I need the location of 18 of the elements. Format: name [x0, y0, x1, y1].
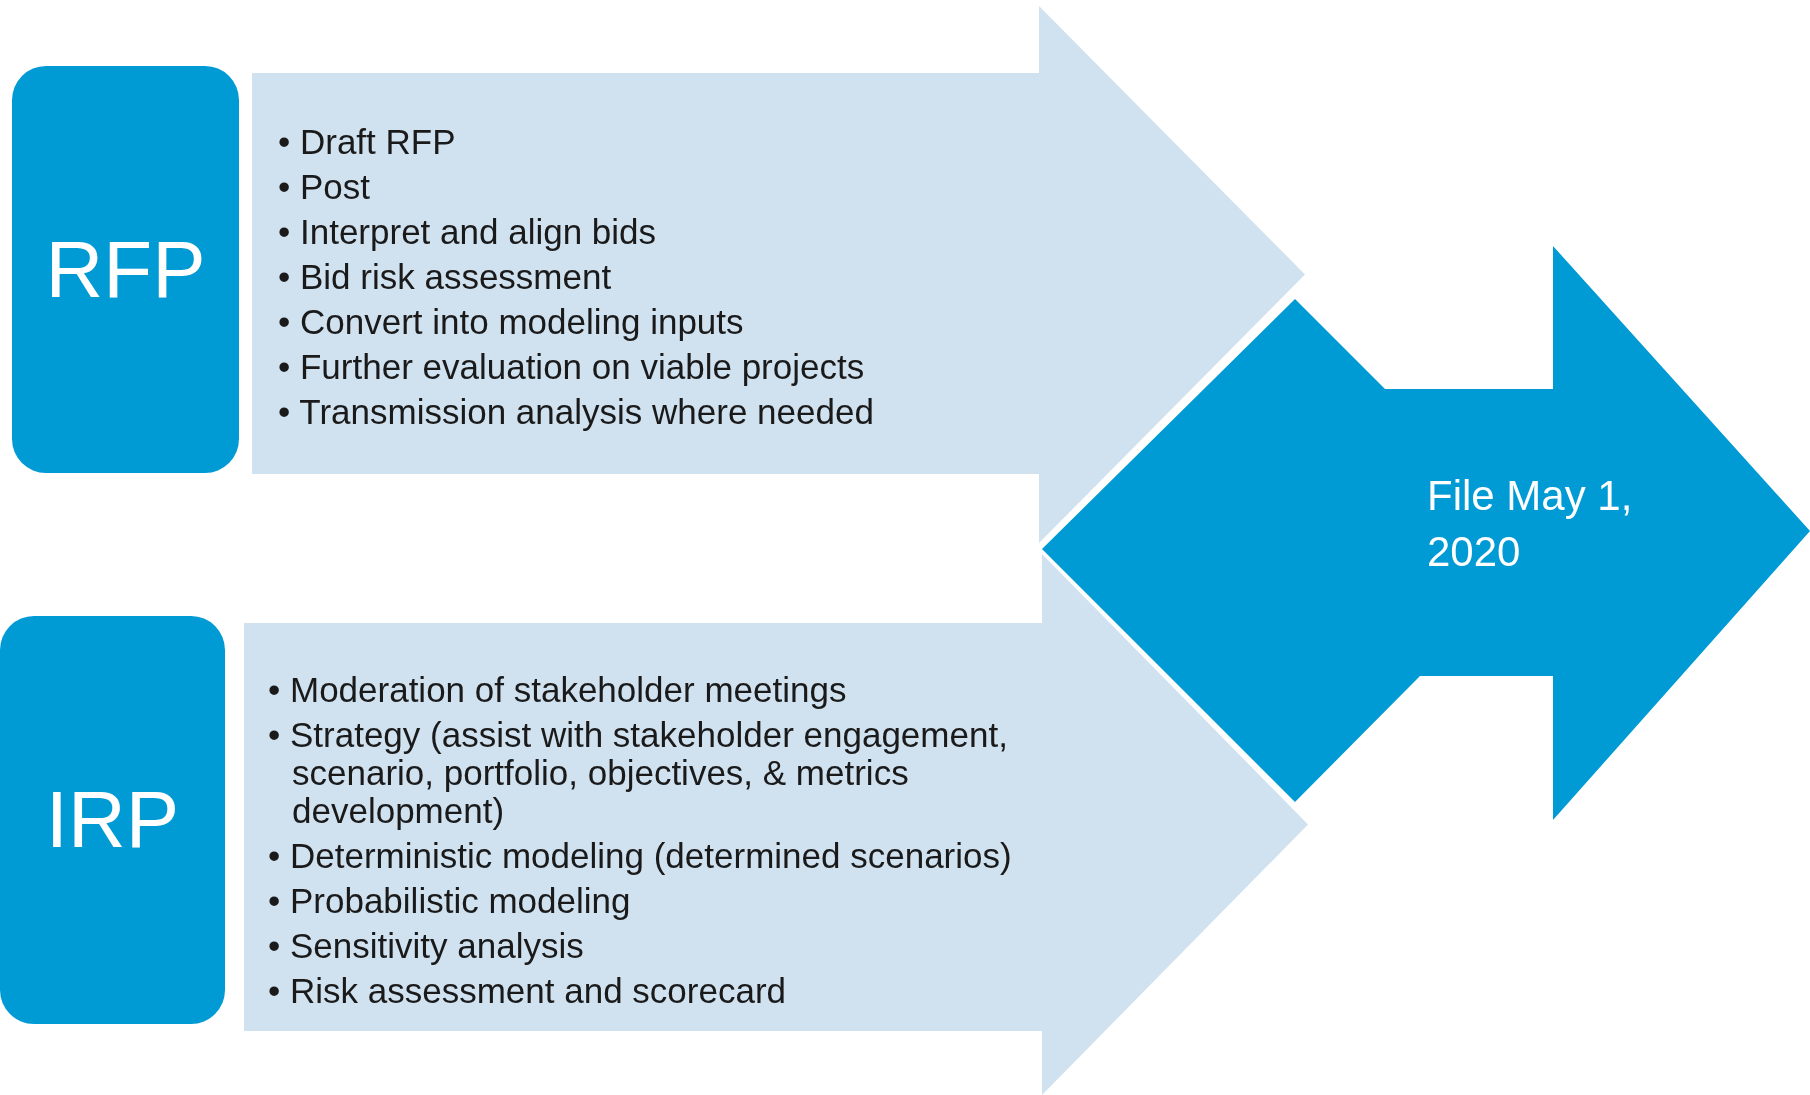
bullet-item: • Convert into modeling inputs: [278, 303, 745, 341]
bullet-item: • Bid risk assessment: [278, 258, 613, 296]
section-title: RFP: [45, 223, 206, 316]
bullet-item: • Moderation of stakeholder meetings: [268, 671, 848, 709]
bullet-item: • Post: [278, 168, 371, 206]
bullet-item: • Probabilistic modeling: [268, 882, 632, 920]
section-label-box: [12, 66, 239, 473]
bullet-item: • Sensitivity analysis: [268, 927, 585, 965]
milestone-text: File May 1, 2020: [1427, 471, 1634, 577]
section-label-box: [0, 616, 225, 1024]
section-title: IRP: [45, 774, 180, 866]
bullet-item: • Draft RFP: [278, 123, 457, 161]
bullet-item: • Strategy (assist with stakeholder engagement, scenario, portfolio, objectives, & metrics development): [268, 716, 1009, 830]
bullet-item: • Transmission analysis where needed: [278, 393, 875, 431]
bullet-item: • Deterministic modeling (determined scenarios): [268, 837, 1013, 875]
bullet-item: • Interpret and align bids: [278, 213, 658, 251]
bullet-item: • Risk assessment and scorecard: [268, 972, 787, 1010]
bullet-item: • Further evaluation on viable projects: [278, 348, 866, 386]
